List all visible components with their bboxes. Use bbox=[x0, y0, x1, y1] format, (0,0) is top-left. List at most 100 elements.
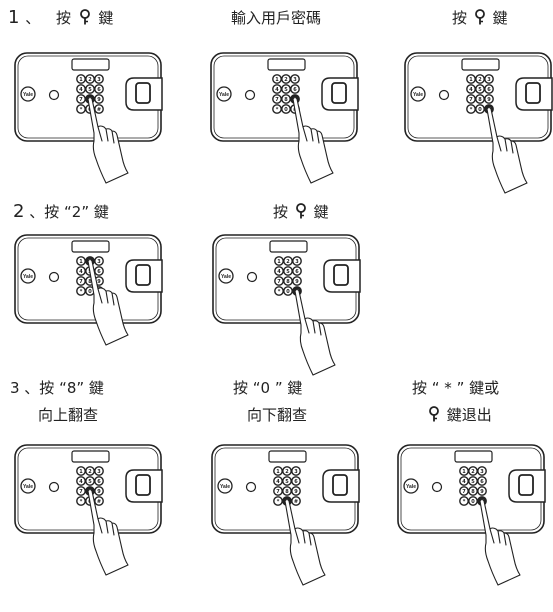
lcd-display bbox=[71, 240, 110, 253]
svg-text:7: 7 bbox=[277, 279, 281, 285]
lcd-display bbox=[454, 450, 493, 463]
step3-label-line2: 向上翻查 bbox=[38, 406, 99, 424]
key-icon bbox=[295, 203, 307, 223]
brand-logo-icon bbox=[20, 268, 36, 284]
step-text-post: 鍵退出 bbox=[446, 406, 492, 424]
reader-button bbox=[518, 474, 534, 496]
svg-text:4: 4 bbox=[462, 479, 466, 485]
svg-text:1: 1 bbox=[79, 77, 83, 83]
keypad-key: 0 bbox=[283, 286, 293, 296]
keypad-key: 0 bbox=[468, 496, 478, 506]
indicator-light-icon bbox=[438, 89, 450, 101]
key-icon bbox=[79, 9, 91, 29]
svg-text:9: 9 bbox=[295, 279, 299, 285]
step3-exit-line2: 鍵退出 bbox=[426, 406, 492, 426]
svg-text:#: # bbox=[97, 107, 101, 113]
keypad-key: 7 bbox=[76, 276, 86, 286]
step3-down-line2: 向下翻查 bbox=[247, 406, 308, 424]
pointing-hand-icon bbox=[294, 288, 336, 376]
keypad-key: 3 bbox=[94, 466, 104, 476]
svg-text:4: 4 bbox=[79, 269, 83, 275]
keypad-key: 6 bbox=[292, 266, 302, 276]
pointing-hand-icon bbox=[292, 96, 334, 184]
keypad-key: 3 bbox=[291, 466, 301, 476]
svg-text:8: 8 bbox=[478, 97, 482, 103]
reader-button bbox=[331, 82, 347, 104]
keypad-key: # bbox=[94, 104, 104, 114]
svg-text:5: 5 bbox=[284, 87, 288, 93]
keypad-key: 1 bbox=[76, 256, 86, 266]
step3-down-line1: 按 “0 ” 鍵 bbox=[233, 379, 303, 397]
keypad-key: 3 bbox=[484, 74, 494, 84]
keypad-key: * bbox=[273, 496, 283, 506]
svg-text:8: 8 bbox=[471, 489, 475, 495]
keypad-key: 8 bbox=[283, 276, 293, 286]
keypad-key: 5 bbox=[85, 476, 95, 486]
lcd-display bbox=[461, 58, 500, 71]
brand-logo-text: Yale bbox=[23, 484, 33, 490]
keypad-key: 1 bbox=[273, 466, 283, 476]
step3-exit-line1: 按 “ * ” 鍵或 bbox=[412, 379, 500, 397]
indicator-light-icon bbox=[48, 481, 60, 493]
pointing-hand-icon bbox=[284, 498, 326, 586]
svg-text:4: 4 bbox=[277, 269, 281, 275]
svg-text:1: 1 bbox=[469, 77, 473, 83]
svg-text:8: 8 bbox=[285, 489, 289, 495]
keypad-key: 5 bbox=[475, 84, 485, 94]
svg-text:5: 5 bbox=[88, 479, 92, 485]
keypad-key: 5 bbox=[468, 476, 478, 486]
step-text-post: 鍵 bbox=[492, 9, 508, 27]
svg-text:*: * bbox=[80, 289, 83, 295]
keypad-key: * bbox=[466, 104, 476, 114]
keypad-key: # bbox=[291, 496, 301, 506]
keypad-key: 4 bbox=[76, 476, 86, 486]
svg-text:9: 9 bbox=[97, 489, 101, 495]
keypad-key: 4 bbox=[76, 84, 86, 94]
svg-text:*: * bbox=[277, 499, 280, 505]
step-text: 按 bbox=[452, 9, 468, 27]
keypad-key: 4 bbox=[274, 266, 284, 276]
svg-text:7: 7 bbox=[79, 97, 83, 103]
svg-text:4: 4 bbox=[469, 87, 473, 93]
pointing-hand-icon bbox=[87, 258, 129, 346]
keypad-key: 2 bbox=[281, 74, 291, 84]
svg-text:4: 4 bbox=[275, 87, 279, 93]
svg-text:5: 5 bbox=[478, 87, 482, 93]
svg-text:4: 4 bbox=[79, 87, 83, 93]
svg-text:3: 3 bbox=[97, 469, 101, 475]
indicator-light-icon bbox=[48, 89, 60, 101]
step-text-post: 鍵 bbox=[313, 203, 329, 221]
keypad-key: 9 bbox=[477, 486, 487, 496]
brand-logo-text: Yale bbox=[23, 92, 33, 98]
keypad-key: * bbox=[76, 286, 86, 296]
svg-text:3: 3 bbox=[480, 469, 484, 475]
brand-logo-text: Yale bbox=[23, 274, 33, 280]
indicator-light-icon bbox=[245, 481, 257, 493]
lcd-display bbox=[268, 450, 307, 463]
svg-text:7: 7 bbox=[469, 97, 473, 103]
keypad-key: 9 bbox=[292, 276, 302, 286]
lcd-display bbox=[267, 58, 306, 71]
reader-button bbox=[332, 474, 348, 496]
svg-text:2: 2 bbox=[286, 259, 290, 265]
keypad-key: 5 bbox=[283, 266, 293, 276]
svg-text:7: 7 bbox=[462, 489, 466, 495]
pointing-hand-icon bbox=[87, 96, 129, 184]
brand-logo-icon bbox=[20, 86, 36, 102]
lcd-display bbox=[71, 450, 110, 463]
svg-text:*: * bbox=[80, 499, 83, 505]
svg-text:9: 9 bbox=[97, 279, 101, 285]
indicator-light-icon bbox=[48, 271, 60, 283]
keypad-key: * bbox=[459, 496, 469, 506]
svg-text:9: 9 bbox=[294, 489, 298, 495]
keypad-key: 7 bbox=[273, 486, 283, 496]
keypad-key: 9 bbox=[94, 94, 104, 104]
